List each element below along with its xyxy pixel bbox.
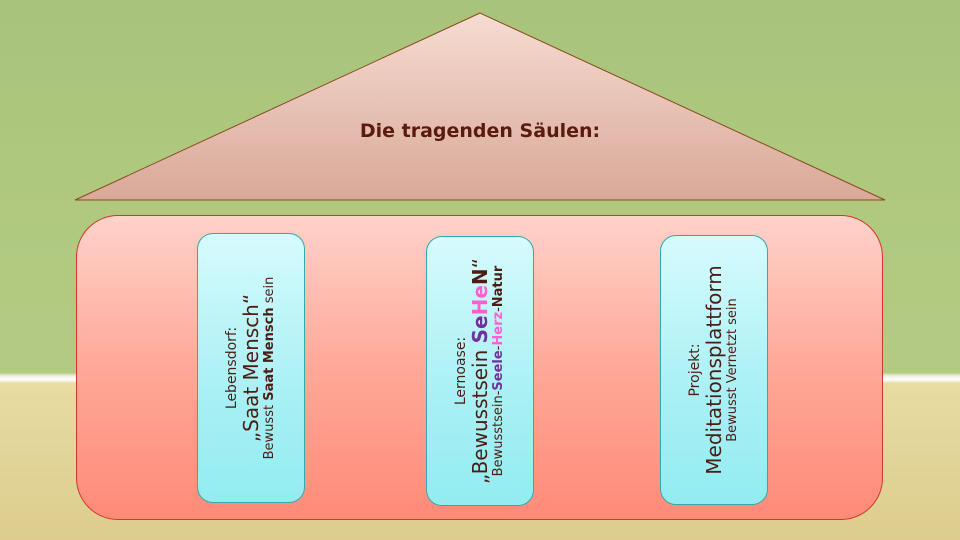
pillar-name: Meditationsplattform — [702, 265, 727, 475]
pillar-label: Lernoase: — [452, 336, 469, 406]
pillar-label: Projekt: — [686, 343, 703, 397]
pillar-label: Lebensdorf: — [223, 326, 240, 410]
pillar-subtitle: Bewusst Saat Mensch sein — [262, 276, 278, 460]
pillar-name: „Bewusstsein SeHeN“ — [468, 257, 493, 485]
pillar-lebensdorf: Lebensdorf: „Saat Mensch“ Bewusst Saat M… — [197, 233, 305, 503]
pillar-lernoase: Lernoase: „Bewusstsein SeHeN“ Bewusstsei… — [426, 236, 534, 506]
roof-title: Die tragenden Säulen: — [359, 120, 601, 142]
pillar-subtitle: Bewusstsein-Seele-Herz-Natur — [491, 265, 507, 477]
pillar-subtitle: Bewusst Vernetzt sein — [725, 298, 741, 442]
roof-triangle — [74, 12, 886, 201]
pillar-projekt: Projekt: Meditationsplattform Bewusst Ve… — [660, 235, 768, 505]
pillar-name: „Saat Mensch“ — [239, 293, 264, 443]
